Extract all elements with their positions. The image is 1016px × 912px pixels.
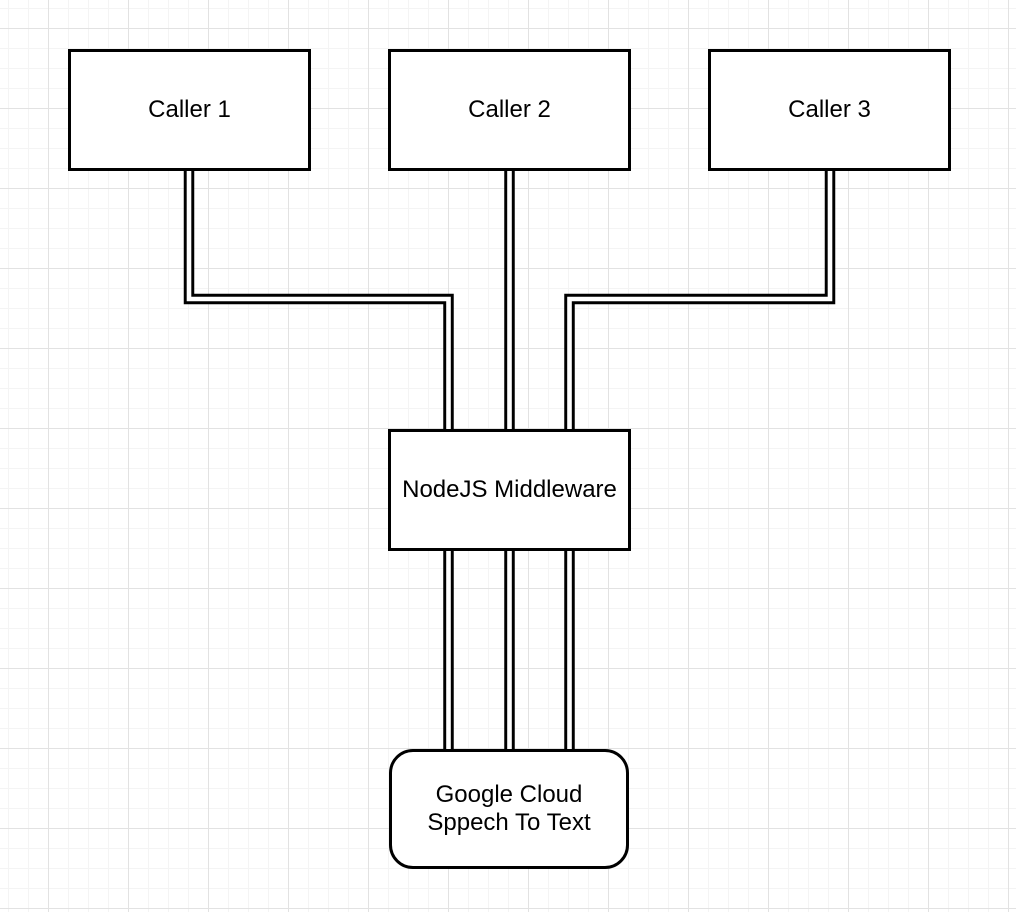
node-google-cloud-speech-to-text-label: Google Cloud Sppech To Text <box>427 781 591 836</box>
node-caller-2-label: Caller 2 <box>468 96 551 123</box>
edge-caller3-middleware-inner-stroke <box>567 160 833 440</box>
node-caller-3[interactable]: Caller 3 <box>708 49 951 171</box>
edge-caller3-middleware[interactable] <box>564 160 836 440</box>
node-caller-1[interactable]: Caller 1 <box>68 49 311 171</box>
node-nodejs-middleware[interactable]: NodeJS Middleware <box>388 429 631 551</box>
edge-caller1-middleware[interactable] <box>183 160 454 440</box>
edge-caller1-middleware-inner-stroke <box>186 160 451 440</box>
node-google-cloud-speech-to-text[interactable]: Google Cloud Sppech To Text <box>389 749 629 869</box>
node-nodejs-middleware-label: NodeJS Middleware <box>402 476 617 503</box>
node-caller-2[interactable]: Caller 2 <box>388 49 631 171</box>
node-caller-1-label: Caller 1 <box>148 96 231 123</box>
node-caller-3-label: Caller 3 <box>788 96 871 123</box>
